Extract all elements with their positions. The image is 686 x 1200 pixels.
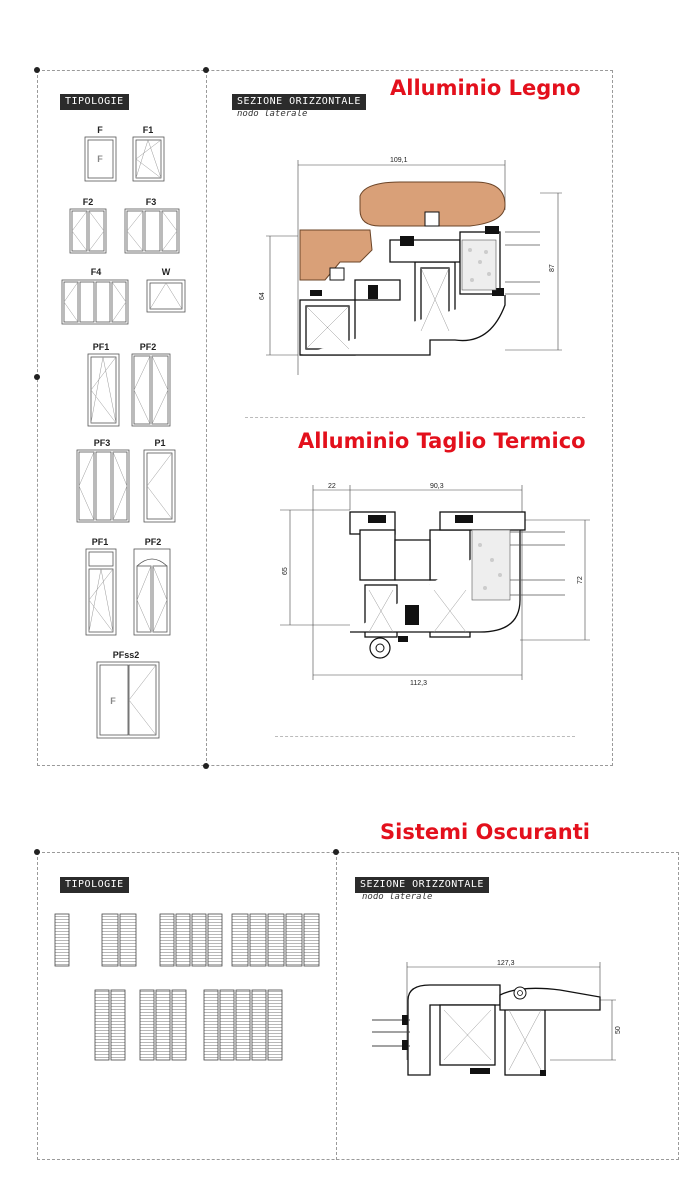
section2-divider: [336, 852, 337, 1160]
tipologie-tag-2: TIPOLOGIE: [60, 877, 129, 893]
legno-dim-right: 87: [549, 264, 556, 272]
title-alluminio-taglio-termico: Alluminio Taglio Termico: [298, 429, 586, 453]
tipologie-tag: TIPOLOGIE: [60, 94, 129, 110]
section-separator: [245, 417, 585, 418]
section2-frame: [37, 852, 679, 1160]
section1-frame: [37, 70, 613, 766]
frame-dot: [203, 67, 209, 73]
termico-dim-right: 72: [577, 576, 584, 584]
termico-dim-top: 90,3: [430, 483, 444, 490]
title-alluminio-legno: Alluminio Legno: [390, 76, 581, 100]
legno-dim-width: 109,1: [390, 157, 408, 164]
window-label-pf2b: PF2: [144, 537, 162, 547]
section-separator-bottom: [275, 736, 575, 737]
frame-dot: [34, 67, 40, 73]
window-label-pf3: PF3: [93, 438, 111, 448]
frame-dot: [34, 849, 40, 855]
frame-dot: [34, 374, 40, 380]
frame-dot: [333, 849, 339, 855]
window-label-f3: F3: [145, 197, 157, 207]
sezione-tag-2: SEZIONE ORIZZONTALE: [355, 877, 489, 893]
sezione-subtitle: nodo laterale: [237, 109, 308, 119]
oscuranti-dim-top: 127,3: [497, 960, 515, 967]
oscuranti-dim-right: 50: [615, 1026, 622, 1034]
window-label-p1: P1: [154, 438, 166, 448]
sezione-subtitle-2: nodo laterale: [362, 892, 433, 902]
termico-dim-left-top: 22: [328, 483, 336, 490]
window-label-w: W: [161, 267, 171, 277]
title-sistemi-oscuranti: Sistemi Oscuranti: [380, 820, 590, 844]
termico-dim-bottom: 112,3: [410, 680, 427, 687]
window-label-pfss2: PFss2: [112, 650, 140, 660]
termico-dim-left: 65: [282, 567, 289, 575]
sezione-tag: SEZIONE ORIZZONTALE: [232, 94, 366, 110]
window-label-pf1b: PF1: [91, 537, 109, 547]
frame-dot: [203, 763, 209, 769]
window-label-f: F: [97, 125, 103, 135]
window-label-f2: F2: [82, 197, 94, 207]
fixed-marker: F: [97, 154, 103, 164]
section1-divider: [206, 70, 207, 766]
legno-dim-left: 64: [259, 292, 266, 300]
window-label-pf2: PF2: [139, 342, 157, 352]
window-label-pf1: PF1: [92, 342, 110, 352]
fixed-marker-pfss2: F: [110, 696, 116, 706]
window-label-f1: F1: [142, 125, 154, 135]
window-label-f4: F4: [90, 267, 102, 277]
